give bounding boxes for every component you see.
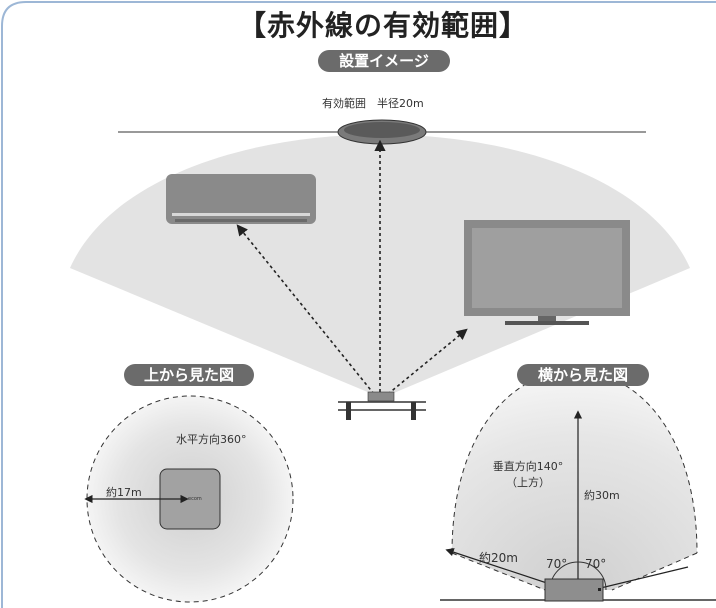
range-label: 有効範囲 半径20m (322, 97, 424, 110)
side-distance-label: 約20m (479, 551, 518, 565)
angle-right-label: 70° (585, 557, 607, 571)
air-conditioner-illustration (166, 174, 316, 224)
top-view-illustration (84, 395, 294, 603)
horizontal-range-label: 水平方向360° (176, 433, 247, 446)
side-view-illustration (440, 370, 716, 602)
section-label-install: 設置イメージ (318, 50, 450, 72)
device-on-shelf (338, 391, 426, 420)
diagram-title: 【赤外線の有効範囲】 (237, 9, 528, 42)
vertical-direction-label: （上方） (506, 476, 550, 489)
section-label-side: 横から見た図 (517, 364, 649, 386)
arrow-to-tv (387, 328, 468, 395)
vertical-range-label: 垂直方向140° (492, 460, 564, 473)
arrow-to-aircon (236, 224, 375, 395)
section-label-top: 上から見た図 (124, 364, 254, 386)
angle-left-label: 70° (546, 557, 568, 571)
up-distance-label: 約30m (584, 489, 620, 502)
television-illustration (464, 220, 630, 325)
top-distance-label: 約17m (106, 486, 142, 499)
device-logo: ecom (188, 496, 202, 502)
